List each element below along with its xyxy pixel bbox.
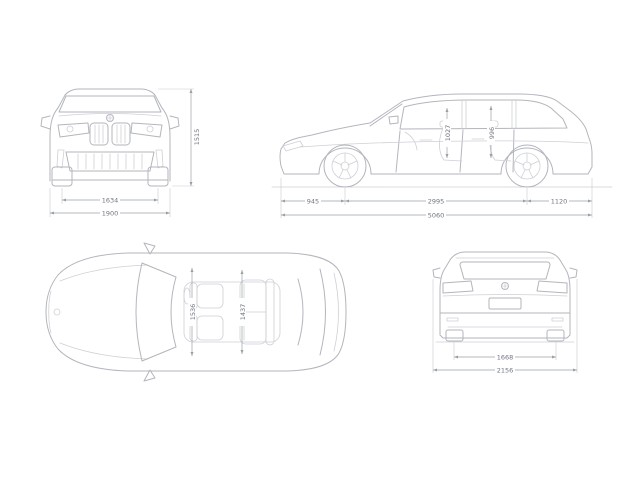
side-body-outline: [279, 93, 593, 175]
front-body-outline: [49, 88, 171, 182]
dim-label-front-overhang: 945: [307, 198, 319, 206]
seats-plan: [183, 278, 275, 346]
dim-width-incl-mirrors: 2156: [432, 279, 578, 375]
bmw-roundel-icon: [106, 114, 114, 122]
dim-label-interior-height-front: 1027: [444, 125, 452, 142]
dim-label-cabin-width-front: 1536: [189, 304, 197, 321]
dim-rear-overhang: 1120: [527, 197, 592, 206]
dim-interior-height-rear: 996: [487, 106, 496, 158]
dim-rear-track: 1668: [453, 342, 557, 362]
rear-body-outline: [439, 251, 571, 339]
rear-glass-plan: [297, 268, 339, 356]
side-glasshouse: [399, 99, 568, 130]
front-tires: [51, 166, 169, 187]
dim-label-overall-height: 1515: [193, 129, 201, 146]
dim-cabin-width-rear: 1437: [238, 270, 247, 354]
top-body-outline: [45, 252, 347, 372]
bmw-roundel-rear-icon: [501, 282, 509, 290]
dim-label-overall-length: 5060: [428, 212, 445, 220]
side-view: 1027 996 945 2995 1120 5060: [271, 93, 613, 220]
dim-front-track: 1634: [61, 188, 159, 205]
front-view: 1515 1634 1900: [40, 88, 201, 218]
dim-overall-height: 1515: [158, 88, 201, 187]
dim-front-overhang: 945: [281, 197, 345, 206]
dim-overall-width: 1900: [49, 188, 171, 218]
dim-wheelbase: 2995: [345, 197, 527, 206]
top-view: 1536 1437: [45, 242, 347, 382]
front-wheel: [323, 144, 367, 188]
hood-plan-lines: [48, 264, 149, 360]
dim-label-overall-width: 1900: [102, 210, 119, 218]
side-mirrors-front-view: [40, 115, 180, 130]
lower-intake: [56, 149, 164, 172]
side-mirrors-plan: [143, 242, 156, 382]
rear-wheel: [505, 144, 549, 188]
dim-label-rear-overhang: 1120: [551, 198, 568, 206]
windshield-front: [58, 95, 162, 113]
dim-label-rear-track: 1668: [497, 354, 514, 362]
hood-line: [58, 113, 162, 117]
rear-window: [459, 261, 551, 280]
dim-label-wheelbase: 2995: [428, 198, 445, 206]
kidney-grille: [89, 122, 131, 146]
pillars-and-doors: [282, 99, 589, 173]
rear-tires: [445, 329, 565, 342]
taillights: [442, 280, 568, 294]
rear-view: 1668 2156: [432, 251, 578, 375]
dim-label-width-incl-mirrors: 2156: [497, 367, 514, 375]
tailgate-and-bumper: [439, 294, 571, 328]
side-mirror: [388, 115, 399, 125]
side-mirrors-rear-view: [432, 267, 578, 279]
dim-label-interior-height-rear: 996: [488, 127, 496, 139]
dim-cabin-width-front: 1536: [188, 268, 197, 356]
dim-label-cabin-width-rear: 1437: [239, 304, 247, 321]
dim-overall-length: 5060: [281, 211, 592, 220]
dim-interior-height-front: 1027: [443, 108, 452, 158]
dim-label-front-track: 1634: [102, 197, 119, 205]
windshield-side: [369, 103, 403, 127]
windshield-plan: [135, 262, 177, 362]
headlights: [57, 122, 163, 138]
dim-extension-lines-side: [280, 178, 593, 218]
